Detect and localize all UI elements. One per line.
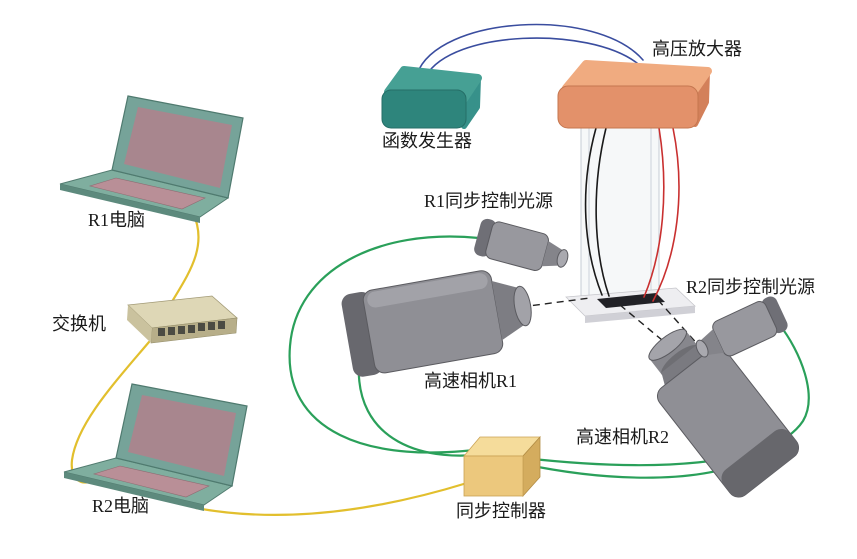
wire-black-1 xyxy=(584,127,603,296)
sync-controller-front xyxy=(463,455,524,497)
r2-light-lens xyxy=(695,339,709,358)
wire-yellow-r2-sync xyxy=(194,481,469,516)
hv-amplifier xyxy=(557,60,712,129)
wire-black-2 xyxy=(595,127,610,297)
hv-amplifier-front xyxy=(557,85,699,129)
specimen-glass-edges xyxy=(588,117,652,299)
sync-controller xyxy=(463,435,541,498)
r1-laptop-graphic xyxy=(59,95,244,224)
wire-blue-1 xyxy=(416,23,644,75)
switch-label: 交换机 xyxy=(52,314,106,334)
camera-r2-bottom-band xyxy=(721,428,799,498)
highspeed-camera-r2 xyxy=(648,328,800,498)
function-generator-label: 函数发生器 xyxy=(382,131,472,151)
wire-blue-2 xyxy=(425,37,638,77)
camera-r2-lens-barrel xyxy=(649,330,699,375)
wire-red-1 xyxy=(643,127,665,298)
r1-sync-light xyxy=(474,218,569,272)
r2-computer-label: R2电脑 xyxy=(92,496,149,516)
r1-light-body xyxy=(485,221,549,272)
sightline-camera-r2 xyxy=(619,304,669,346)
switch-ports xyxy=(158,321,225,336)
function-generator-front xyxy=(381,89,467,129)
labels: R1电脑 交换机 R2电脑 函数发生器 高压放大器 R1同步控制光源 R2同步控… xyxy=(52,39,815,521)
camera-r2-neck xyxy=(661,345,710,388)
function-generator xyxy=(381,66,482,129)
switch-side xyxy=(127,305,152,343)
camera-r1-label: 高速相机R1 xyxy=(424,371,517,391)
r2-laptop-graphic xyxy=(63,383,248,512)
wire-green-sync-r1light xyxy=(288,235,499,454)
wire-red-2 xyxy=(652,127,680,302)
camera-r2-label: 高速相机R2 xyxy=(576,427,669,447)
r1-light-lens xyxy=(556,249,569,268)
hv-amplifier-label: 高压放大器 xyxy=(652,39,742,59)
network-switch xyxy=(127,295,238,344)
camera-r1-top-sheen xyxy=(367,273,488,308)
r1-sync-light-label: R1同步控制光源 xyxy=(424,191,553,211)
r1-computer-label: R1电脑 xyxy=(88,210,145,230)
wire-yellow-r1-switch xyxy=(168,211,200,307)
r2-computer xyxy=(63,383,248,512)
r1-computer xyxy=(59,95,244,224)
highspeed-camera-r1 xyxy=(341,270,532,377)
specimen-electrode xyxy=(597,293,665,308)
r2-sync-light xyxy=(695,296,788,358)
sync-controller-label: 同步控制器 xyxy=(456,501,546,521)
r2-sync-light-label: R2同步控制光源 xyxy=(686,277,815,297)
r2-light-rear-cap xyxy=(761,296,788,334)
camera-r2-lens xyxy=(648,328,687,361)
camera-r1-lens xyxy=(513,285,532,327)
sightline-r2-light xyxy=(657,299,701,348)
